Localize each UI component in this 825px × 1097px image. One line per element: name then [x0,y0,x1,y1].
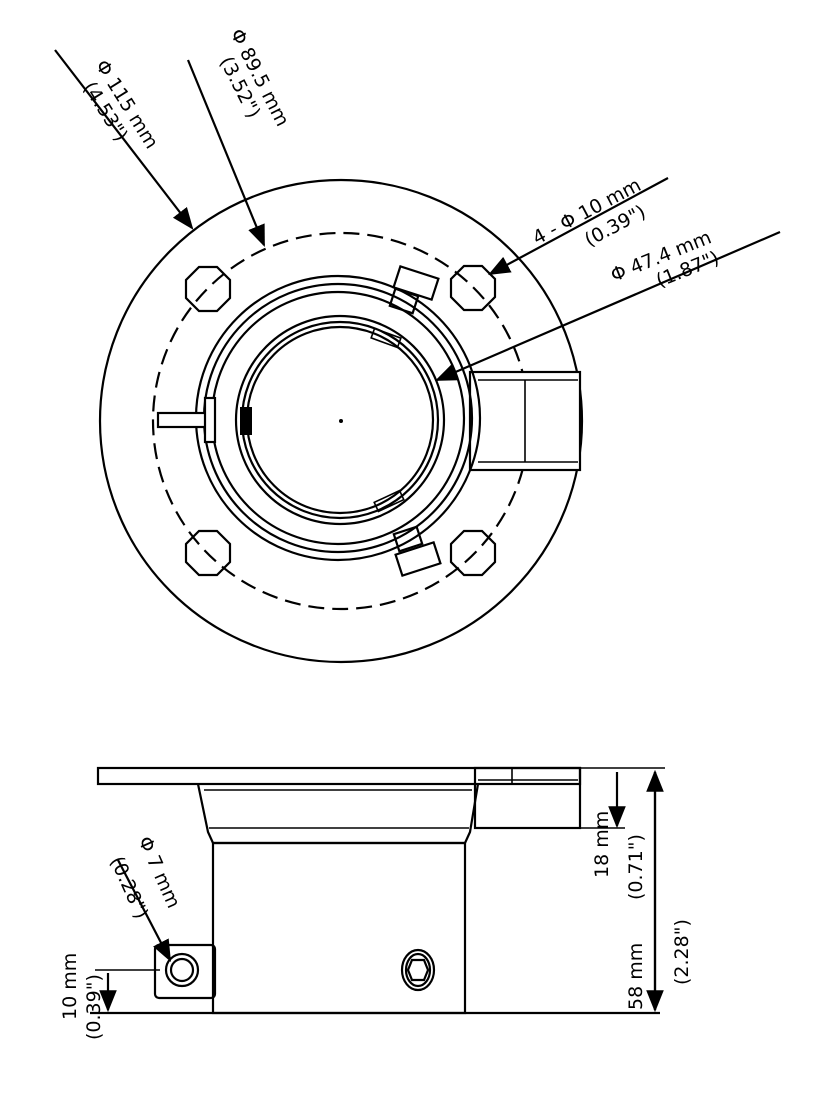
center-point [339,419,343,423]
side-view: 18 mm (0.71") 58 mm (2.28") Φ 7 mm (0.28… [59,766,693,1040]
flange-height-in: (0.71") [625,834,647,900]
lug [153,943,217,1000]
mounting-holes [184,264,497,577]
latch-mark [240,407,252,435]
leader-outer-diameter [54,49,194,230]
mounting-hole [184,529,232,577]
leader-lug-hole [117,859,172,962]
set-screw-nut [400,948,436,992]
total-height-in: (2.28") [671,919,693,985]
total-height-mm: 58 mm [625,943,647,1010]
tapered-collar [196,783,480,845]
side-block-profile [473,766,582,830]
mounting-hole [449,264,497,312]
flange-height-mm: 18 mm [591,811,613,878]
leader-inner-diameter [434,230,781,382]
mounting-hole [449,529,497,577]
mounting-hole [184,265,232,313]
outer-flange-circle [98,178,584,664]
flange-plate [96,766,582,786]
lug-height-mm: 10 mm [59,953,81,1020]
clamp-tab-bottom [394,540,442,578]
lug-hole [164,952,200,988]
ring-inner [234,314,446,526]
leader-mounting-holes [488,177,669,276]
leader-bolt-circle [186,59,266,248]
top-view: Φ 115 mm (4.53") Φ 89.5 mm (3.52") 4 - Φ… [54,25,781,664]
lug-height-in: (0.39") [83,974,105,1040]
